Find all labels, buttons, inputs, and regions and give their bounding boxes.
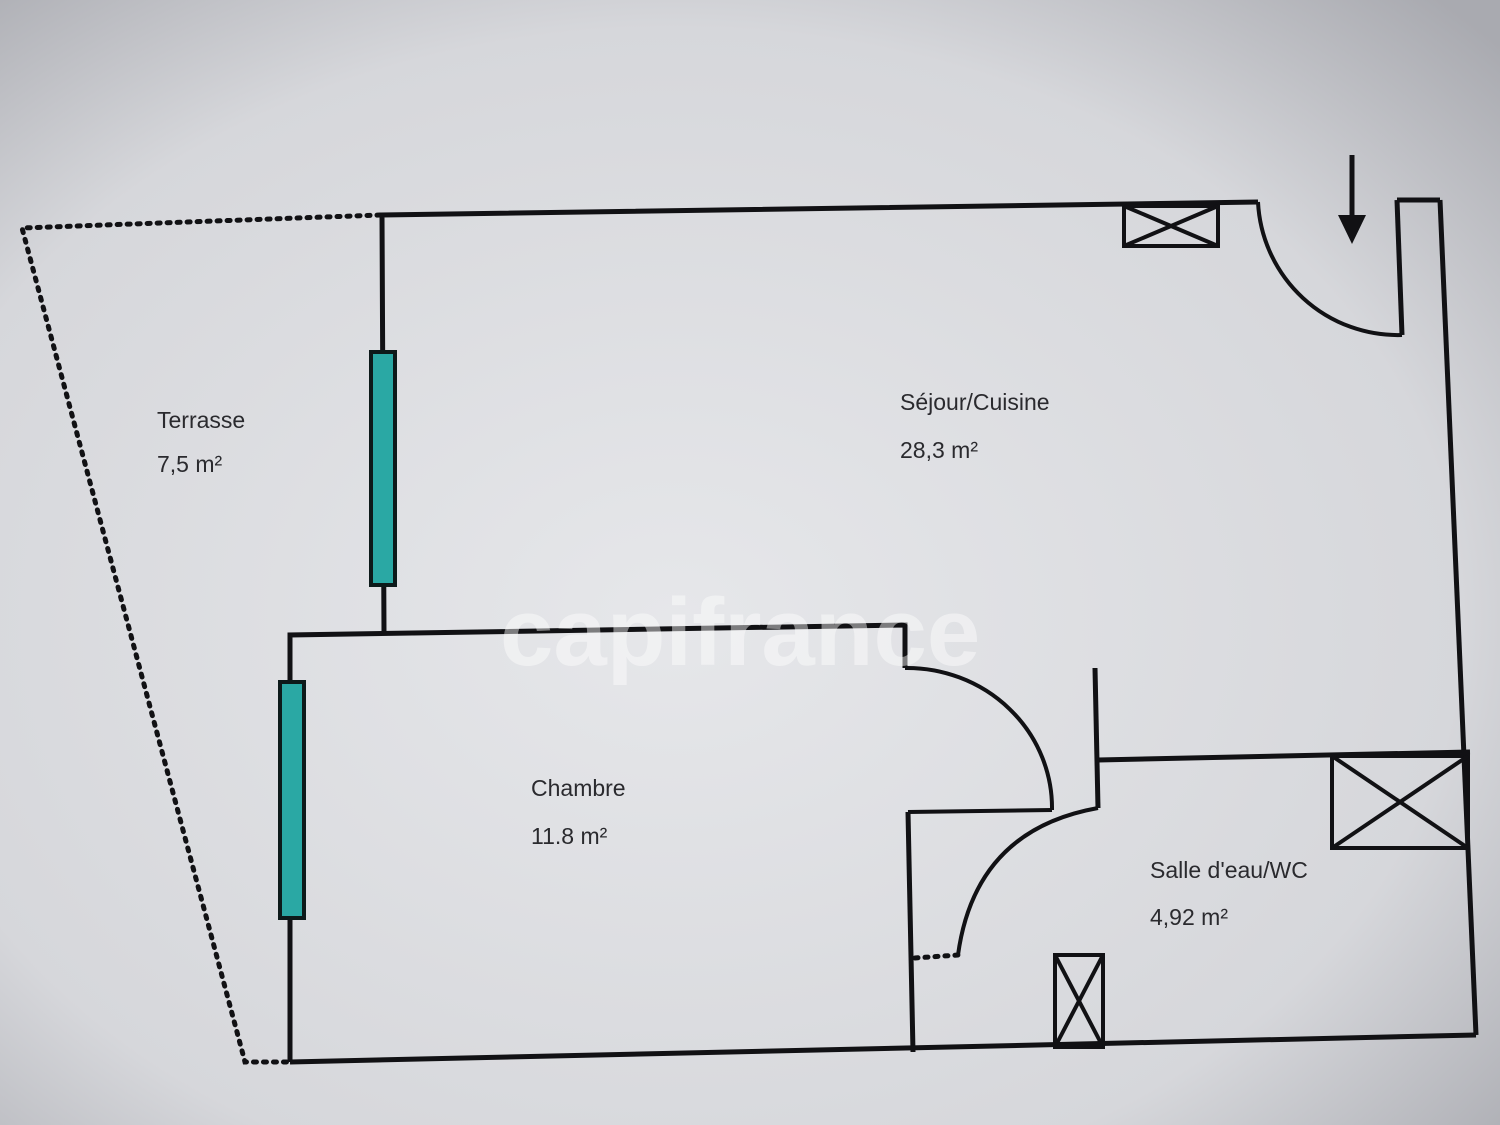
terrace-boundary [18,212,383,1065]
south-wall [289,1032,1477,1065]
terrasse-area: 7,5 m² [157,451,223,477]
bathroom-west-wall [1092,667,1101,809]
bedroom-door-swing [904,665,1055,811]
salle-name: Salle d'eau/WC [1150,857,1308,883]
sejour-area: 28,3 m² [900,437,978,463]
chambre-name: Chambre [531,775,626,801]
cross-box-icon [1122,204,1220,248]
shower-cross-box-icon [1330,754,1470,850]
terrasse-name: Terrasse [157,407,245,433]
east-wall [1437,199,1479,1036]
wc-cross-box-icon [1053,953,1105,1049]
bedroom-door-leaf [907,808,1053,814]
entrance-door-swing [1256,201,1403,338]
bathroom-door-swing [956,806,1099,956]
bathroom-door-threshold [912,952,961,961]
bedroom-east-wall [905,811,916,1053]
entrance-door-leaf [1394,199,1405,336]
sejour-name: Séjour/Cuisine [900,389,1050,415]
window-living-room [369,350,397,587]
window-bedroom [278,680,306,920]
watermark: capifrance [500,579,980,686]
salle-area: 4,92 m² [1150,904,1228,930]
arrow-down-icon [1338,155,1366,244]
bathroom-north-wall [1097,749,1471,763]
chambre-area: 11.8 m² [531,823,608,849]
living-room-west-wall [379,199,1259,633]
